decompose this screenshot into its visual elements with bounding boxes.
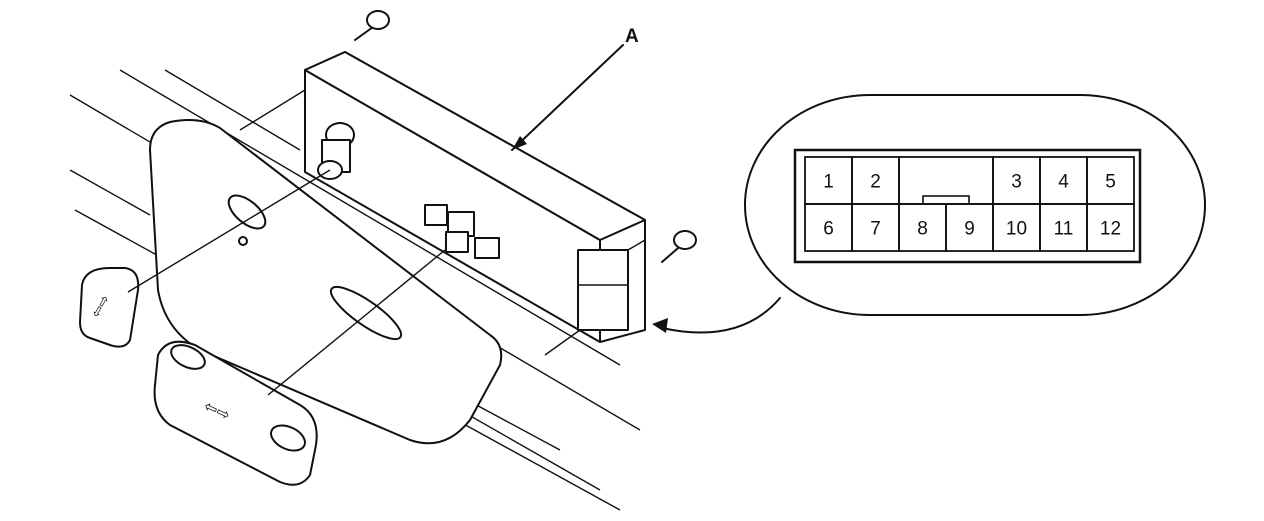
callout-label: A: [625, 26, 639, 47]
switch-bezel-panel: [149, 119, 503, 445]
screw-top: [354, 10, 390, 41]
connector-pin-label: 1: [823, 172, 834, 193]
connector-pin-label: 9: [964, 219, 975, 240]
connector-pin-label: 12: [1100, 219, 1121, 240]
connector-pin-label: 10: [1006, 219, 1027, 240]
connector-detail: [652, 94, 1206, 334]
switch-assembly: [304, 51, 646, 343]
slide-knob: ⇦⇨: [153, 340, 318, 486]
connector-pin-label: 11: [1054, 219, 1074, 240]
connector-pin-label: 4: [1058, 172, 1069, 193]
connector-latch-tab: [922, 195, 970, 205]
alignment-lines: [127, 89, 581, 396]
mirror-knob: ⇦⇨: [79, 267, 140, 348]
screw-right: [661, 230, 697, 263]
connector-pin-label: 3: [1011, 172, 1022, 193]
connector-pin-label: 6: [823, 219, 834, 240]
callout-a: A: [511, 26, 639, 151]
connector-pin-label: 8: [917, 219, 928, 240]
connector-pin-label: 7: [870, 219, 881, 240]
connector-pin-cell: [1086, 203, 1135, 252]
connector-pin-label: 5: [1105, 172, 1116, 193]
connector-pin-label: 2: [870, 172, 881, 193]
